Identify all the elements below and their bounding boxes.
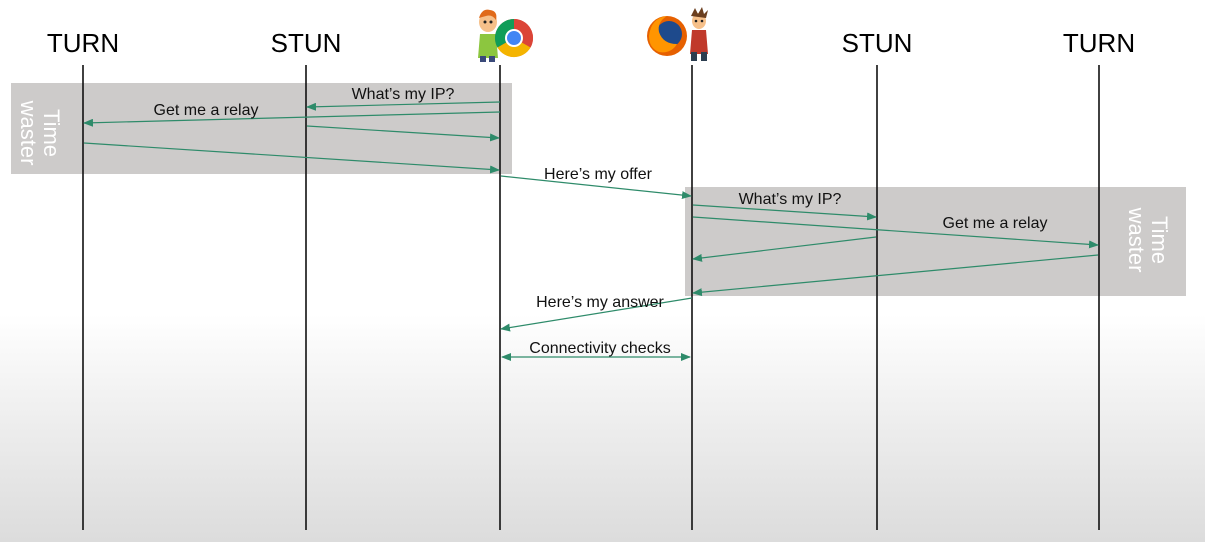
chrome-user-icon: [478, 9, 534, 62]
message-arrow-m5: [500, 175, 692, 200]
time-waster-label-left: Time waster: [16, 100, 64, 166]
time-waster-label-left-line1: Time: [39, 109, 64, 157]
message-arrow-m1: [306, 101, 501, 111]
message-arrow-m4: [83, 142, 500, 174]
message-arrow-m3: [306, 125, 500, 142]
participant-turn-right-label: TURN: [1063, 28, 1135, 58]
time-waster-box-left: [11, 83, 512, 174]
message-arrow-m8: [692, 236, 877, 262]
time-waster-label-right: Time waster: [1124, 207, 1172, 273]
message-label-m10: Here’s my answer: [536, 294, 664, 311]
time-waster-label-right-line2: waster: [1124, 207, 1149, 273]
time-waster-box-right: [685, 187, 1186, 296]
participant-stun-right-label: STUN: [842, 28, 913, 58]
message-label-m5: Here’s my offer: [544, 166, 653, 183]
message-arrow-m10: [500, 297, 693, 332]
message-arrow-m9: [692, 254, 1099, 297]
time-waster-label-right-line1: Time: [1147, 216, 1172, 264]
message-arrow-m2: [83, 111, 501, 127]
message-arrow-m6: [692, 204, 877, 221]
message-label-m7: Get me a relay: [943, 215, 1048, 232]
time-waster-label-left-line2: waster: [16, 100, 41, 166]
message-label-m11: Connectivity checks: [529, 340, 670, 357]
message-label-m6: What’s my IP?: [739, 191, 842, 208]
message-arrow-m7: [692, 216, 1099, 249]
participant-stun-left-label: STUN: [271, 28, 342, 58]
message-label-m2: Get me a relay: [154, 102, 259, 119]
message-label-m1: What’s my IP?: [352, 86, 455, 103]
firefox-user-icon: [647, 7, 708, 61]
participant-turn-left-label: TURN: [47, 28, 119, 58]
